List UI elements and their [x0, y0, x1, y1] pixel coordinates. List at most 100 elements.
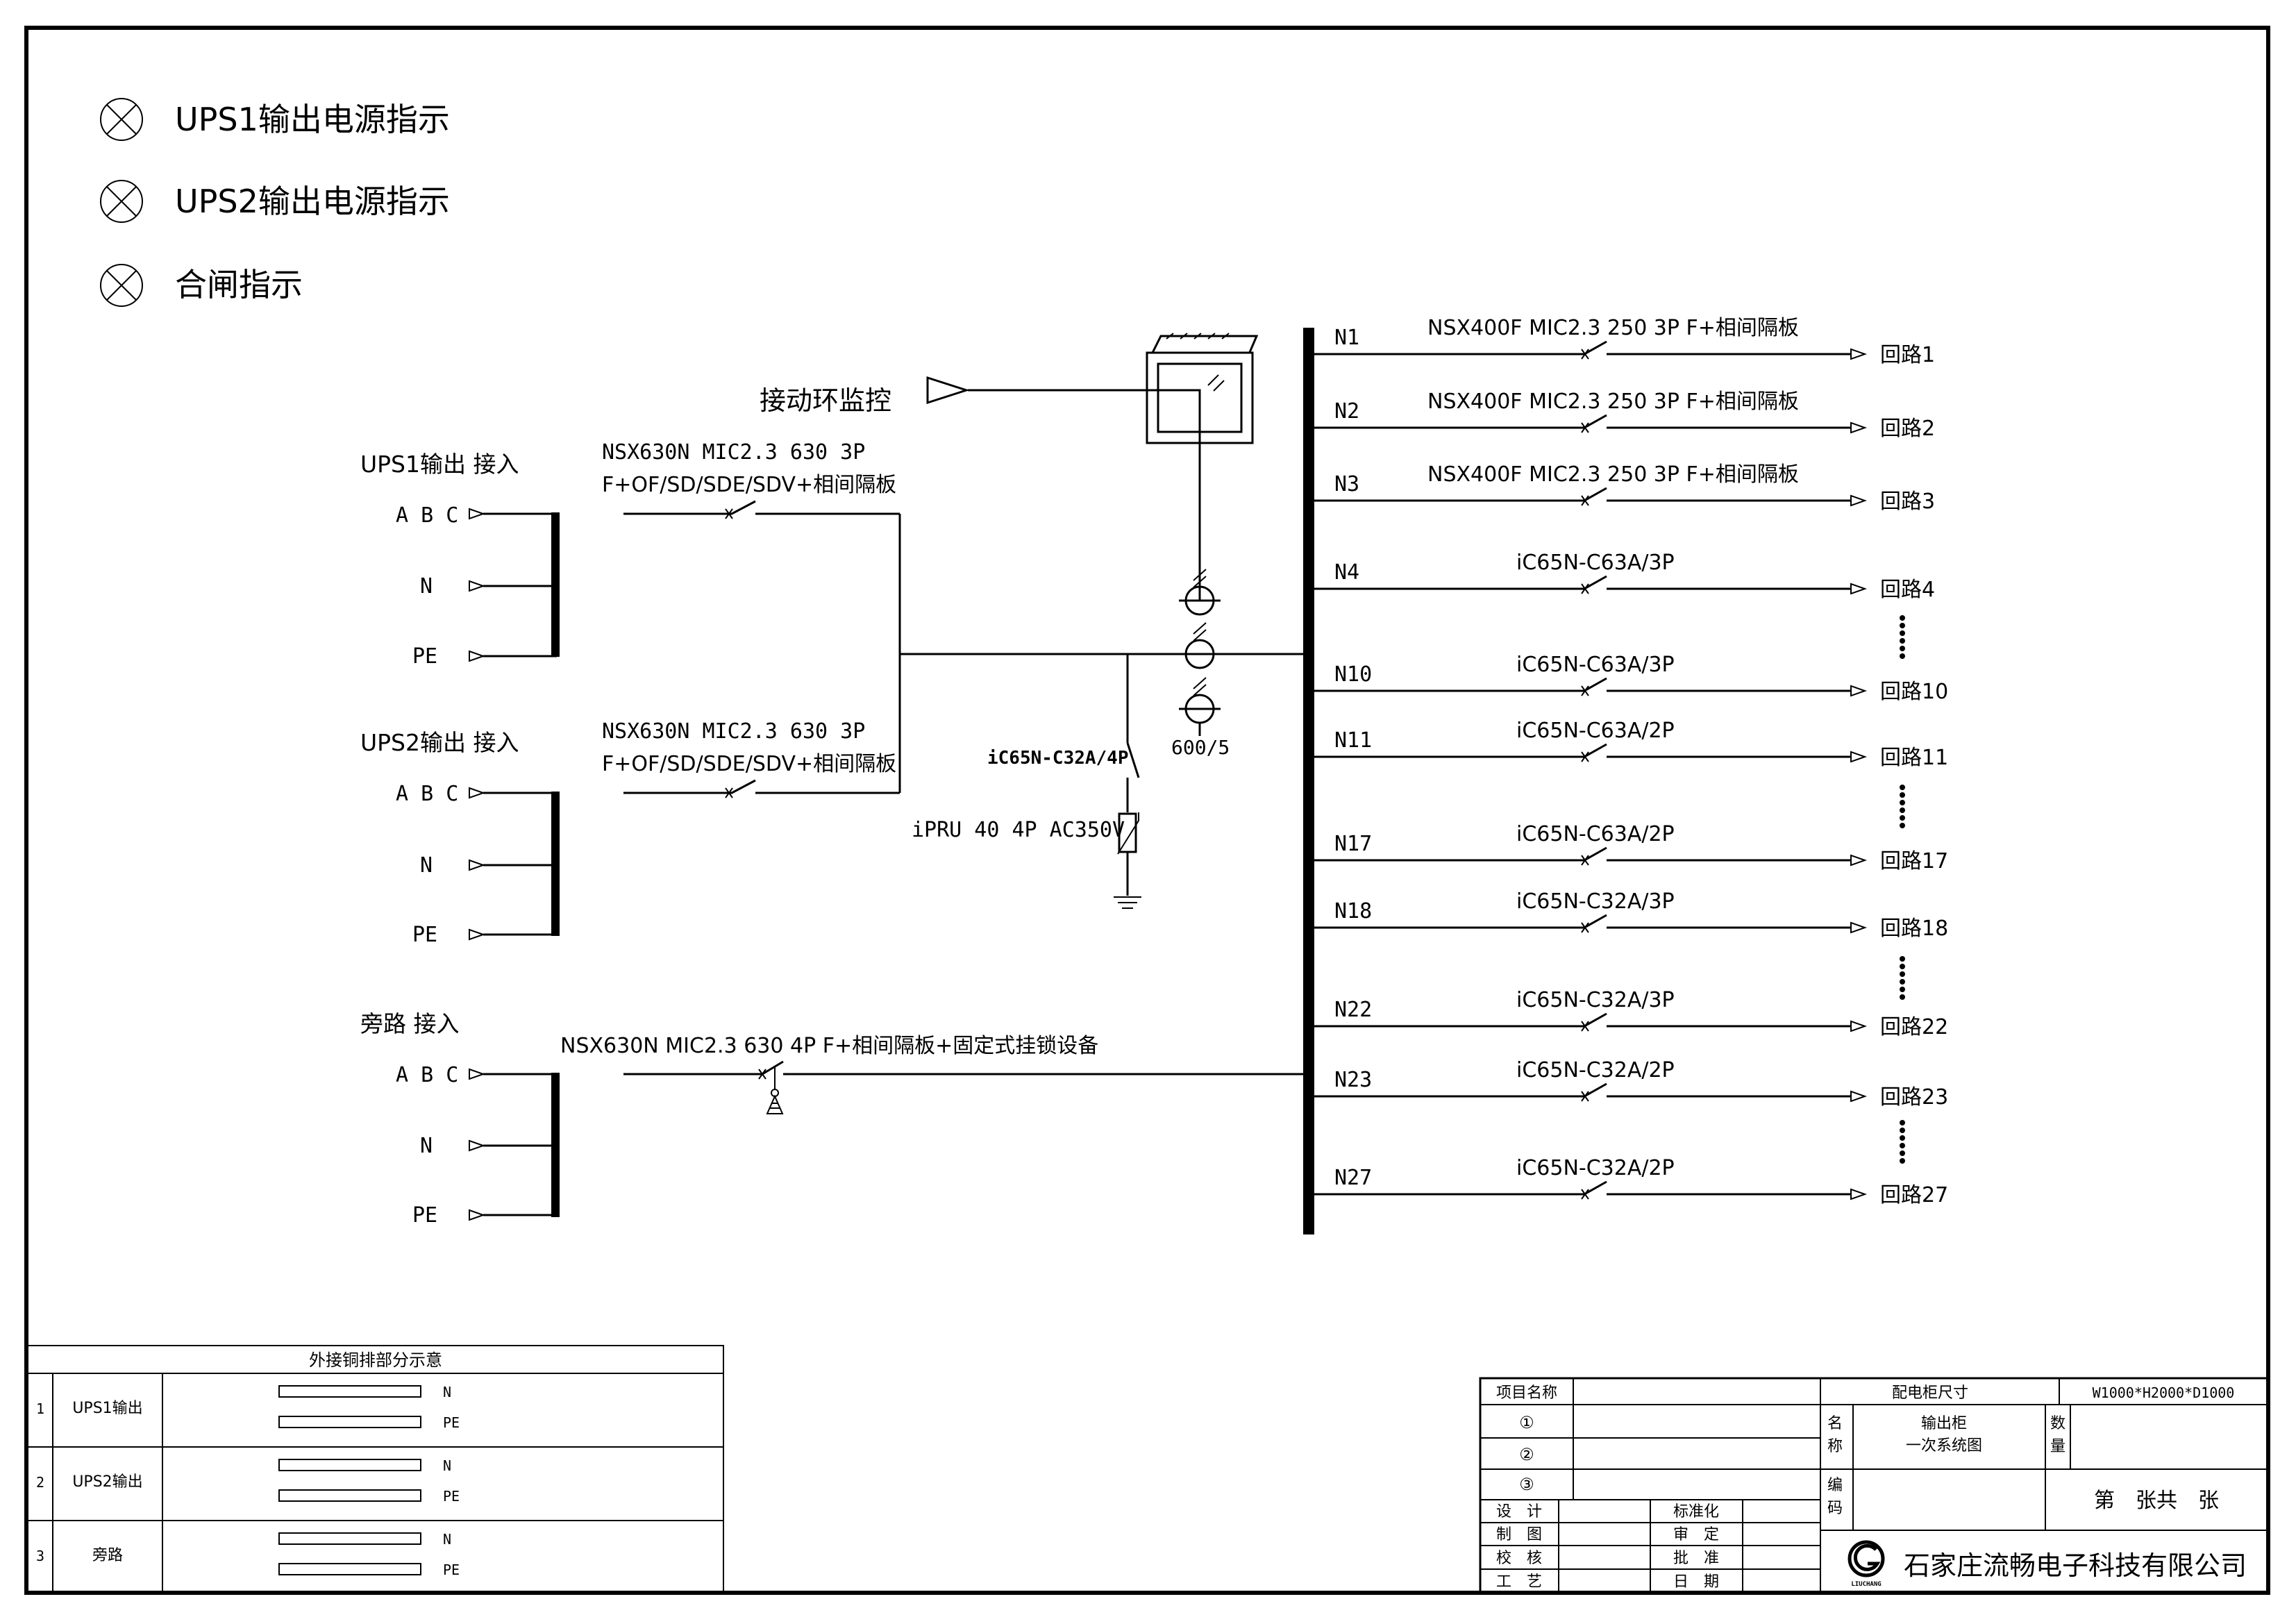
- main-busbar: [1303, 328, 1314, 1234]
- row-name: UPS1输出: [72, 1400, 142, 1417]
- feeder-id: N11: [1334, 728, 1372, 753]
- outgoing-arrow-icon: [1850, 854, 1868, 867]
- input-title: 旁路 接入: [360, 1010, 460, 1037]
- outgoing-arrow-icon: [1850, 583, 1868, 595]
- input-ups2: UPS2输出 接入 A B C N PE NSX630N MIC2.3 630 …: [360, 719, 900, 947]
- pe-label: PE: [412, 923, 437, 947]
- breaker-contact-mark: [1581, 422, 1589, 433]
- pe-label: PE: [412, 1203, 437, 1228]
- circuit-label: 回路2: [1880, 417, 1935, 441]
- ground-icon: [1114, 896, 1141, 909]
- busbar-shape: [278, 1532, 421, 1545]
- monitor-label: 接动环监控: [760, 385, 891, 416]
- circuit-label: 回路23: [1880, 1085, 1948, 1110]
- padlock-icon: [766, 1067, 784, 1114]
- feeder-id: N17: [1334, 832, 1372, 856]
- breaker-contact-mark: [1581, 495, 1589, 506]
- continuation-dots: [1900, 615, 1905, 1164]
- standard-label: 标准化: [1673, 1503, 1719, 1521]
- feeder-conductor: [1314, 340, 1851, 355]
- monitor-screen-icon: [1146, 333, 1259, 444]
- name-label: 名: [1827, 1415, 1843, 1432]
- outgoing-arrow-icon: [1850, 348, 1868, 360]
- feeder-conductor: [1314, 1180, 1851, 1196]
- feeder-conductor: [1314, 575, 1851, 590]
- busbar-shape: [278, 1489, 421, 1502]
- feeder-id: N27: [1334, 1166, 1372, 1190]
- design-label: 设 计: [1496, 1503, 1542, 1521]
- breaker-contact-mark: [1581, 685, 1589, 696]
- busbar-shape: [278, 1416, 421, 1428]
- breaker-contact-mark: [1581, 583, 1589, 594]
- feeder-id: N1: [1334, 326, 1359, 350]
- circuit-label: 回路3: [1880, 489, 1935, 514]
- indicator-lamp-closing: 合闸指示: [100, 264, 303, 307]
- feeder-breaker-label: NSX400F MIC2.3 250 3P F+相间隔板: [1427, 390, 1799, 414]
- date-label: 日 期: [1673, 1573, 1719, 1591]
- feeder-conductor: [1314, 846, 1851, 862]
- breaker-label: F+OF/SD/SDE/SDV+相间隔板: [602, 752, 896, 776]
- rev-mark: ①: [1519, 1413, 1534, 1432]
- breaker-contact-mark: [1581, 349, 1589, 360]
- sheet-count: 第 张共 张: [2094, 1489, 2219, 1513]
- outgoing-arrow-icon: [1850, 1188, 1868, 1200]
- qty-label: 数: [2050, 1415, 2065, 1432]
- feeder-id: N22: [1334, 998, 1372, 1022]
- draw-label: 制 图: [1496, 1526, 1542, 1543]
- feeder-id: N4: [1334, 560, 1359, 585]
- neutral-label: N: [420, 1134, 433, 1158]
- craft-label: 工 艺: [1496, 1573, 1542, 1591]
- indicator-label: UPS1输出电源指示: [175, 101, 450, 138]
- rev-mark: ③: [1519, 1475, 1534, 1494]
- monitor-arrow-icon: [926, 376, 970, 405]
- feeder-breaker-label: iC65N-C32A/2P: [1516, 1058, 1675, 1082]
- feeder-conductor: [1314, 1082, 1851, 1098]
- circuit-label: 回路10: [1880, 680, 1948, 704]
- code-label: 编: [1827, 1477, 1843, 1494]
- title-block: 项目名称 配电柜尺寸 W1000*H2000*D1000 ① ② ③ 名 称 输…: [1479, 1377, 2270, 1594]
- cabinet-size-label: 配电柜尺寸: [1892, 1384, 1968, 1402]
- circuit-label: 回路22: [1880, 1015, 1948, 1039]
- neutral-label: N: [420, 853, 433, 878]
- busbar-table-title: 外接铜排部分示意: [309, 1350, 442, 1370]
- feeder-breaker-label: iC65N-C63A/3P: [1516, 551, 1675, 575]
- circuit-label: 回路11: [1880, 746, 1948, 770]
- row-number: 2: [36, 1474, 44, 1491]
- busbar-label: PE: [443, 1562, 460, 1578]
- input-busbar: [551, 1073, 560, 1217]
- company-name: 石家庄流畅电子科技有限公司: [1904, 1550, 2247, 1581]
- outgoing-arrow-icon: [1850, 921, 1868, 934]
- feeder-conductor: [1314, 743, 1851, 758]
- spd-label: iPRU 40 4P AC350V: [912, 818, 1125, 842]
- spd-breaker-label: iC65N-C32A/4P: [987, 748, 1129, 769]
- circuit-label: 回路4: [1880, 578, 1935, 602]
- code-label: 码: [1827, 1500, 1843, 1517]
- breaker-label: NSX630N MIC2.3 630 4P F+相间隔板+固定式挂锁设备: [560, 1034, 1098, 1058]
- indicator-lamp-ups1: UPS1输出电源指示: [100, 98, 450, 141]
- neutral-label: N: [420, 574, 433, 598]
- feeder-id: N18: [1334, 899, 1372, 923]
- feeder-id: N3: [1334, 472, 1359, 496]
- busbar-table: 外接铜排部分示意 1 UPS1输出 N PE 2 UPS2输出 N PE 3 旁…: [27, 1345, 724, 1593]
- drawing-name: 一次系统图: [1906, 1437, 1982, 1455]
- busbar-shape: [278, 1563, 421, 1575]
- drawing-frame: [24, 26, 2270, 1595]
- busbar-label: N: [443, 1457, 451, 1474]
- pe-label: PE: [412, 644, 437, 669]
- ct-ratio-label: 600/5: [1171, 736, 1230, 759]
- phase-label: A B C: [396, 503, 458, 528]
- qty-label: 量: [2050, 1438, 2065, 1455]
- outgoing-arrow-icon: [1850, 1090, 1868, 1103]
- feeder-id: N2: [1334, 399, 1359, 424]
- breaker-label: NSX630N MIC2.3 630 3P: [602, 440, 865, 464]
- indicator-label: UPS2输出电源指示: [175, 183, 450, 220]
- breaker-contact-mark: [1581, 855, 1589, 866]
- drawing-name: 输出柜: [1921, 1415, 1967, 1432]
- name-label: 称: [1827, 1438, 1843, 1455]
